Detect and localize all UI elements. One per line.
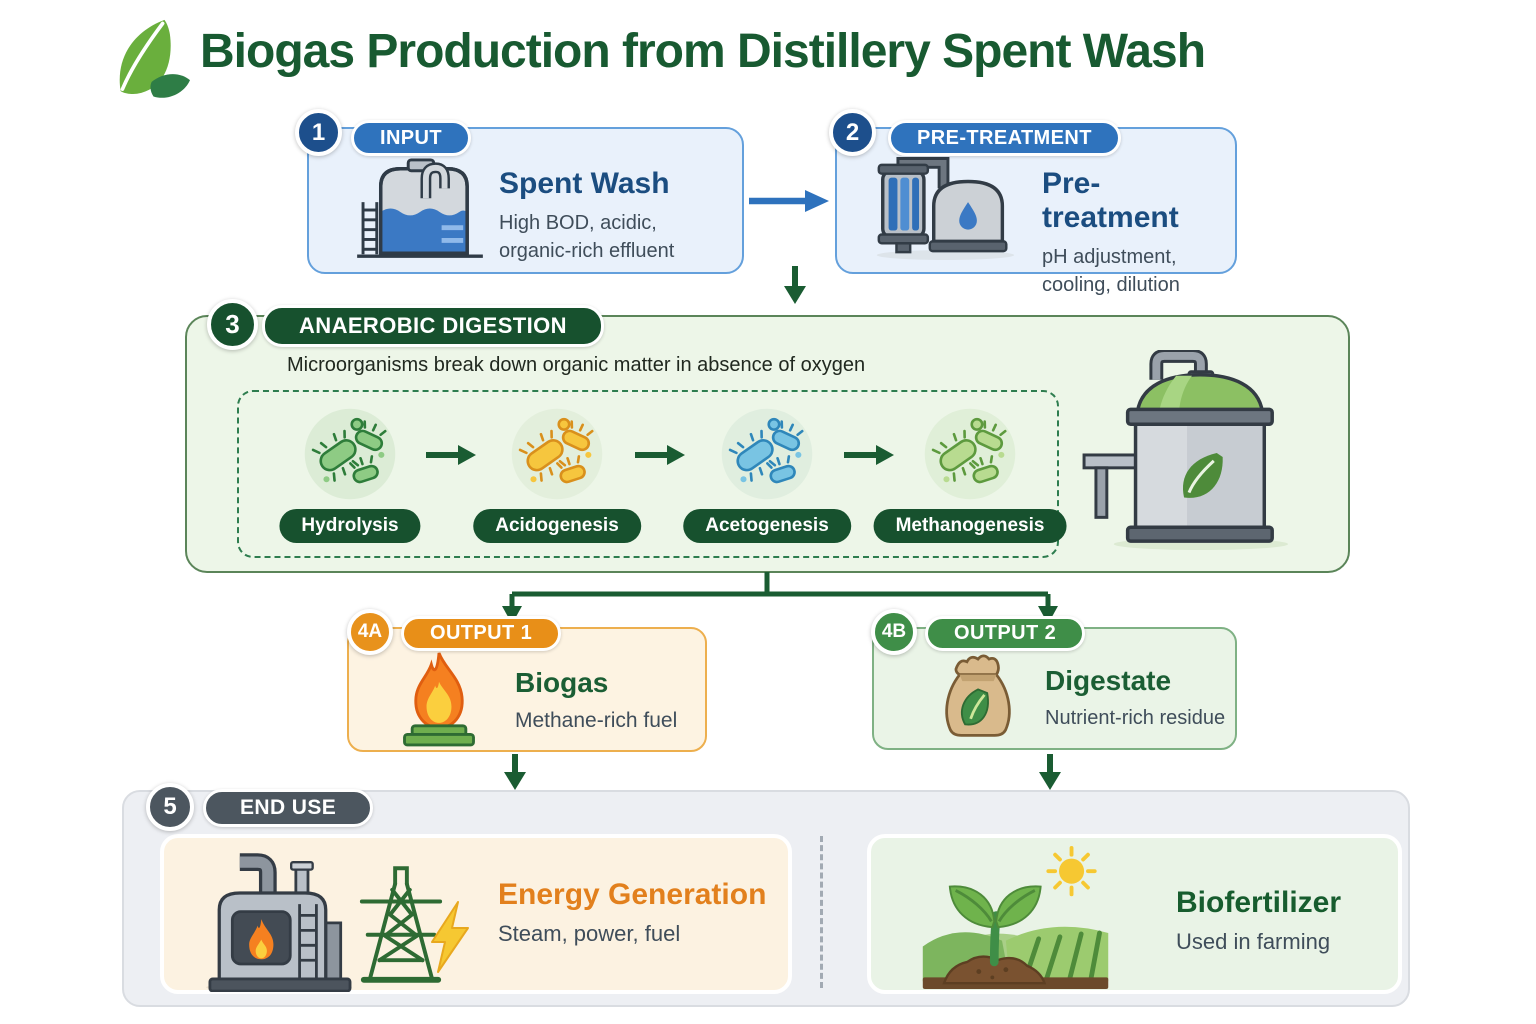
step-number-5: 5 xyxy=(146,783,194,831)
energy-generation-panel: Energy Generation Steam, power, fuel xyxy=(160,834,792,994)
stage-label-acidogenesis: Acidogenesis xyxy=(473,509,641,543)
pretreatment-heading: Pre-treatment xyxy=(1042,167,1179,234)
input-desc-line1: High BOD, acidic, xyxy=(499,212,657,234)
step-number-4b: 4B xyxy=(871,609,917,655)
enduse-divider xyxy=(820,836,823,988)
output2-badge: OUTPUT 2 xyxy=(925,616,1086,651)
input-heading: Spent Wash xyxy=(499,167,670,200)
stage-label-acetogenesis: Acetogenesis xyxy=(683,509,851,543)
output1-badge: OUTPUT 1 xyxy=(401,616,562,651)
stage-arrow-icon xyxy=(842,444,896,466)
flame-icon xyxy=(393,649,485,747)
farm-seedling-icon xyxy=(917,844,1115,991)
filter-and-tank-icon xyxy=(869,155,1021,261)
lightgreen-microbes-icon xyxy=(924,408,1016,500)
transmission-tower-icon xyxy=(356,862,446,986)
branch-connector xyxy=(500,572,1060,626)
digestion-stages-panel xyxy=(237,390,1059,558)
storage-tank-icon xyxy=(351,155,489,265)
lightning-bolt-icon xyxy=(428,900,472,974)
enduse-badge: END USE xyxy=(203,789,374,827)
digester-tank-icon xyxy=(1082,350,1300,553)
pretreatment-badge: PRE-TREATMENT xyxy=(888,120,1121,156)
output2-heading: Digestate xyxy=(1045,665,1172,696)
biofertilizer-panel: Biofertilizer Used in farming xyxy=(867,834,1402,994)
input-desc-line2: organic-rich effluent xyxy=(499,240,675,262)
input-card: Spent Wash High BOD, acidic, organic-ric… xyxy=(307,127,744,274)
green-microbes-icon xyxy=(304,408,396,500)
yellow-microbes-icon xyxy=(511,408,603,500)
stage-label-methanogenesis: Methanogenesis xyxy=(873,509,1067,543)
step-number-3: 3 xyxy=(207,299,258,350)
stage-label-hydrolysis: Hydrolysis xyxy=(279,509,421,543)
digestion-subtitle: Microorganisms break down organic matter… xyxy=(287,354,866,376)
input-badge: INPUT xyxy=(351,120,471,156)
arrow-right-icon xyxy=(747,189,831,213)
step-number-4a: 4A xyxy=(347,609,393,655)
output1-desc: Methane-rich fuel xyxy=(515,709,678,732)
arrow-down-icon xyxy=(502,752,528,792)
leaf-logo-icon xyxy=(106,16,190,104)
blue-microbes-icon xyxy=(721,408,813,500)
stage-arrow-icon xyxy=(633,444,687,466)
page-title: Biogas Production from Distillery Spent … xyxy=(200,25,1206,78)
enduse-card: Energy Generation Steam, power, fuel xyxy=(122,790,1410,1007)
pretreatment-desc-line2: cooling, dilution xyxy=(1042,274,1180,296)
biofertilizer-heading: Biofertilizer xyxy=(1176,886,1342,919)
energy-desc: Steam, power, fuel xyxy=(498,921,681,946)
boiler-icon xyxy=(202,850,357,992)
pretreatment-desc-line1: pH adjustment, xyxy=(1042,246,1177,268)
stage-arrow-icon xyxy=(424,444,478,466)
energy-heading: Energy Generation xyxy=(498,878,767,911)
step-number-1: 1 xyxy=(295,109,342,156)
output2-desc: Nutrient-rich residue xyxy=(1045,707,1226,729)
fertilizer-sack-icon xyxy=(932,647,1024,741)
step-number-2: 2 xyxy=(829,109,876,156)
biofertilizer-desc: Used in farming xyxy=(1176,929,1331,954)
arrow-down-icon xyxy=(782,264,808,306)
arrow-down-icon xyxy=(1037,752,1063,792)
output1-heading: Biogas xyxy=(515,667,609,698)
digestion-badge: ANAEROBIC DIGESTION xyxy=(262,305,604,347)
